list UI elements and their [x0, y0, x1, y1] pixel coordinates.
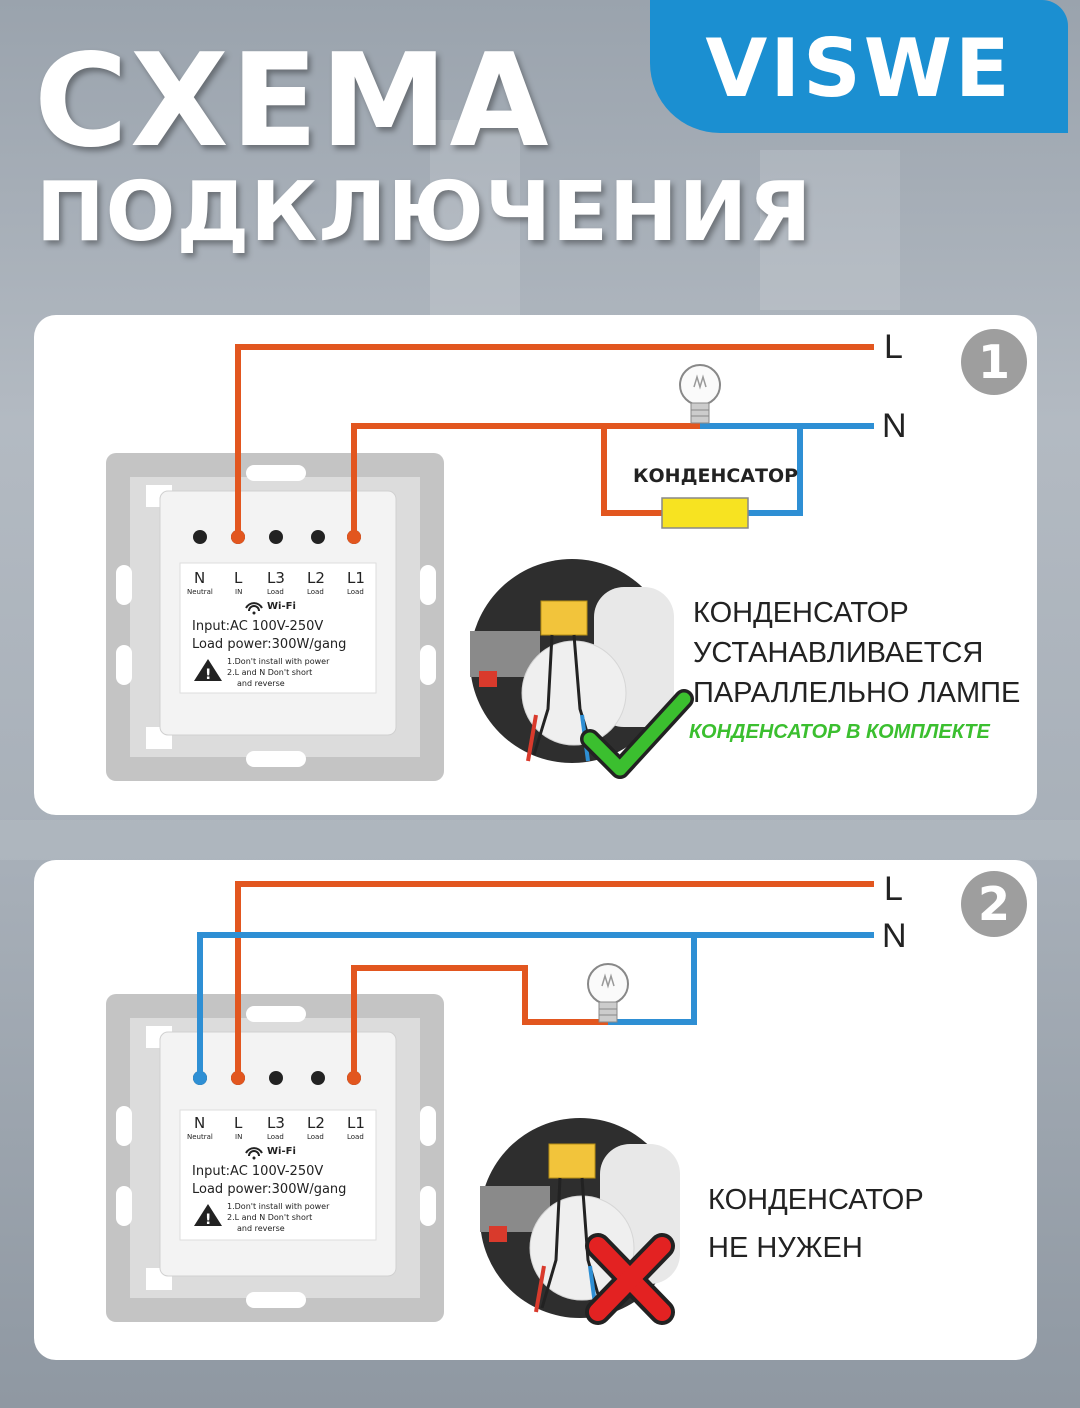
warning-icon: ! [194, 659, 222, 683]
bulb-icon [587, 963, 629, 1023]
page-title: СХЕМА [34, 27, 551, 176]
phase-wire-l [235, 881, 874, 1078]
terminal-sub-l: IN [235, 1133, 243, 1141]
wire-label-l: L [884, 870, 903, 908]
warning-text-2: 2.L and N Don't short [227, 668, 313, 677]
terminal-name-n: N [194, 1114, 206, 1132]
warning-text-1: 1.Don't install with power [227, 1202, 330, 1211]
load-wire-l1 [351, 423, 700, 537]
terminal-name-l1: L1 [347, 1114, 365, 1132]
note-line-1: КОНДЕНСАТОР [693, 597, 909, 629]
warning-text-2: 2.L and N Don't short [227, 1213, 313, 1222]
note-line-3: ПАРАЛЛЕЛЬНО ЛАМПЕ [693, 677, 1021, 709]
warning-text-3: and reverse [237, 679, 285, 688]
terminal-sub-l1: Load [347, 588, 364, 596]
terminal-name-n: N [194, 569, 206, 587]
capacitor-label: КОНДЕНСАТОР [633, 465, 799, 487]
background-stripe [430, 120, 520, 320]
background-stripe [0, 820, 1080, 860]
note-line-2: НЕ НУЖЕН [708, 1232, 863, 1264]
step-number-2: 2 [961, 871, 1027, 937]
terminal-sub-l2: Load [307, 1133, 324, 1141]
terminal-sub-n: Neutral [187, 1133, 213, 1141]
terminal-name-l1: L1 [347, 569, 365, 587]
cross-icon [585, 1233, 675, 1325]
brand-logo: VISWE [705, 22, 1013, 115]
warning-text-1: 1.Don't install with power [227, 657, 330, 666]
neutral-wire-n [197, 932, 874, 1078]
diagram-panel-2: ! 2 L N N L L3 L2 L1 Neutral IN Load L [34, 860, 1037, 1360]
terminal-name-l: L [234, 1114, 243, 1132]
terminal-name-l3: L3 [267, 1114, 285, 1132]
input-spec: Input:AC 100V-250V [192, 1164, 324, 1179]
wiring-diagram-2: ! [106, 881, 874, 1325]
bulb-icon [679, 364, 721, 424]
warning-text-3: and reverse [237, 1224, 285, 1233]
load-spec: Load power:300W/gang [192, 637, 347, 652]
load-spec: Load power:300W/gang [192, 1182, 347, 1197]
wifi-label: Wi-Fi [267, 601, 296, 612]
background-stripe [760, 150, 900, 310]
wire-label-n: N [882, 407, 907, 445]
terminal-name-l2: L2 [307, 569, 325, 587]
note-line-1: КОНДЕНСАТОР [708, 1184, 924, 1216]
wifi-icon [245, 1147, 263, 1160]
input-spec: Input:AC 100V-250V [192, 619, 324, 634]
diagram-panel-1: ! 1 L N КОНДЕНСАТОР N L L3 L2 L1 Neutral… [34, 315, 1037, 815]
terminal-sub-l: IN [235, 588, 243, 596]
phase-wire-l [235, 344, 874, 537]
note-capacitor-included: КОНДЕНСАТОР В КОМПЛЕКТЕ [689, 721, 990, 743]
capacitor-branch-phase [601, 426, 662, 516]
page-subtitle: ПОДКЛЮЧЕНИЯ [36, 165, 813, 260]
wifi-label: Wi-Fi [267, 1146, 296, 1157]
load-wire-l1 [351, 965, 608, 1078]
brand-banner: VISWE [650, 0, 1068, 133]
note-line-2: УСТАНАВЛИВАЕТСЯ [693, 637, 984, 669]
terminal-sub-l2: Load [307, 588, 324, 596]
step-number-1: 1 [961, 329, 1027, 395]
capacitor-icon [661, 497, 749, 529]
terminal-name-l3: L3 [267, 569, 285, 587]
terminal-sub-l3: Load [267, 1133, 284, 1141]
terminal-sub-l1: Load [347, 1133, 364, 1141]
capacitor-branch-neutral [748, 426, 803, 516]
terminal-sub-n: Neutral [187, 588, 213, 596]
terminal-sub-l3: Load [267, 588, 284, 596]
warning-icon: ! [194, 1204, 222, 1228]
terminal-name-l2: L2 [307, 1114, 325, 1132]
wire-label-l: L [884, 328, 903, 366]
svg-text:!: ! [205, 667, 211, 683]
svg-text:!: ! [205, 1212, 211, 1228]
wiring-diagram-1: ! [106, 344, 874, 781]
switch-label-area [179, 562, 377, 694]
lamp-wire-neutral [608, 935, 697, 1025]
terminal-name-l: L [234, 569, 243, 587]
wire-label-n: N [882, 917, 907, 955]
wifi-icon [245, 602, 263, 615]
